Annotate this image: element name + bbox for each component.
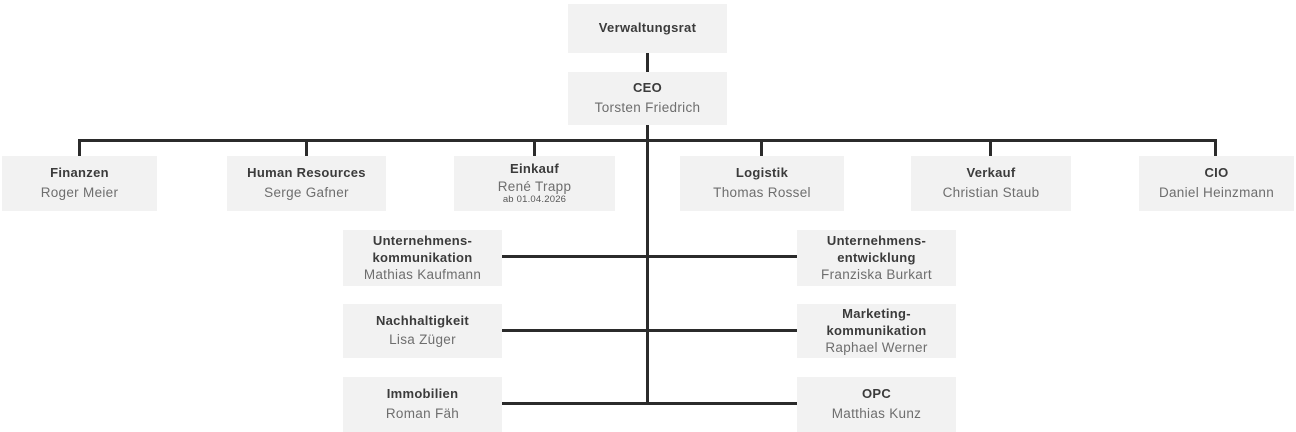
- connector-staff-row-3: [502, 402, 797, 405]
- box-start-date-note: ab 01.04.2026: [502, 194, 567, 206]
- box-title: Finanzen: [50, 165, 109, 181]
- box-title: Unternehmens- kommunikation: [372, 233, 473, 265]
- org-box-verkauf: Verkauf Christian Staub: [911, 156, 1071, 211]
- org-box-cio: CIO Daniel Heinzmann: [1139, 156, 1294, 211]
- box-person-name: Matthias Kunz: [831, 405, 922, 421]
- org-box-marketingkommunikation: Marketing- kommunikation Raphael Werner: [797, 304, 956, 358]
- org-box-ceo: CEO Torsten Friedrich: [568, 72, 727, 125]
- box-person-name: Torsten Friedrich: [594, 99, 701, 115]
- connector-center-spine: [646, 125, 649, 405]
- org-box-einkauf: Einkauf René Trapp ab 01.04.2026: [454, 156, 615, 211]
- box-title: Logistik: [735, 165, 789, 181]
- box-person-name: Roman Fäh: [385, 405, 460, 421]
- box-title: CIO: [1204, 165, 1229, 181]
- box-person-name: René Trapp: [497, 178, 572, 194]
- org-box-human-resources: Human Resources Serge Gafner: [227, 156, 386, 211]
- org-box-opc: OPC Matthias Kunz: [797, 377, 956, 432]
- connector-staff-row-2: [502, 329, 797, 332]
- box-person-name: Franziska Burkart: [821, 266, 932, 282]
- box-title: Human Resources: [247, 165, 366, 181]
- org-box-finanzen: Finanzen Roger Meier: [2, 156, 157, 211]
- box-title: CEO: [632, 80, 663, 96]
- box-title: Immobilien: [386, 386, 459, 402]
- box-title: Nachhaltigkeit: [375, 312, 470, 328]
- box-title: Unternehmens- entwicklung: [826, 233, 927, 265]
- connector-stub-cio: [1214, 139, 1217, 156]
- box-person-name: Mathias Kaufmann: [363, 266, 482, 282]
- connector-stub-logistik: [760, 139, 763, 156]
- box-title: Marketing- kommunikation: [826, 306, 927, 338]
- connector-root-to-ceo: [646, 53, 649, 72]
- box-person-name: Christian Staub: [942, 184, 1040, 200]
- connector-stub-human-resources: [305, 139, 308, 156]
- connector-staff-row-1: [502, 255, 797, 258]
- box-title: OPC: [861, 386, 892, 402]
- connector-stub-verkauf: [989, 139, 992, 156]
- box-person-name: Roger Meier: [40, 184, 119, 200]
- box-person-name: Lisa Züger: [389, 332, 456, 348]
- box-person-name: Daniel Heinzmann: [1158, 184, 1275, 200]
- org-box-immobilien: Immobilien Roman Fäh: [343, 377, 502, 432]
- box-title: Einkauf: [509, 161, 560, 177]
- box-person-name: Serge Gafner: [264, 184, 349, 200]
- org-box-unternehmensentwicklung: Unternehmens- entwicklung Franziska Burk…: [797, 230, 956, 286]
- box-title: Verkauf: [966, 165, 1016, 181]
- connector-departments-bus: [78, 139, 1217, 142]
- box-person-name: Raphael Werner: [825, 339, 928, 355]
- box-person-name: Thomas Rossel: [713, 184, 811, 200]
- org-box-unternehmenskommunikation: Unternehmens- kommunikation Mathias Kauf…: [343, 230, 502, 286]
- org-box-logistik: Logistik Thomas Rossel: [680, 156, 844, 211]
- org-box-verwaltungsrat: Verwaltungsrat: [568, 4, 727, 53]
- box-title: Verwaltungsrat: [598, 20, 697, 36]
- connector-stub-finanzen: [78, 139, 81, 156]
- connector-stub-einkauf: [533, 139, 536, 156]
- org-box-nachhaltigkeit: Nachhaltigkeit Lisa Züger: [343, 304, 502, 358]
